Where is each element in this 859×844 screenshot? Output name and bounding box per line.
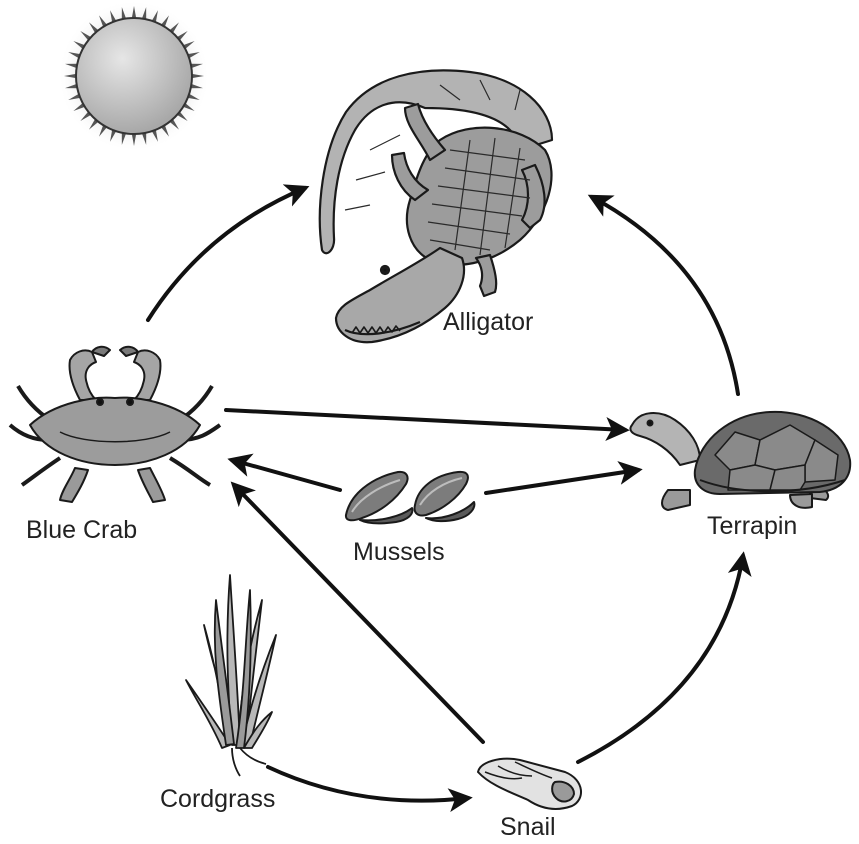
arrow-mussels-to-bluecrab [232,460,340,490]
label-cordgrass: Cordgrass [160,785,275,814]
arrow-bluecrab-to-alligator [148,188,305,320]
terrapin-icon [630,412,850,510]
arrow-terrapin-to-alligator [592,197,738,394]
label-blue-crab: Blue Crab [26,516,137,545]
sun-icon [58,0,210,152]
label-snail: Snail [500,813,556,842]
arrow-snail-to-bluecrab [234,485,483,742]
snail-icon [478,759,581,809]
blue-crab-icon [10,347,220,502]
arrow-cordgrass-to-snail [268,767,468,801]
arrow-bluecrab-to-terrapin [226,410,625,430]
mussels-icon [346,472,474,523]
label-alligator: Alligator [443,308,533,337]
cordgrass-icon [186,575,276,776]
label-terrapin: Terrapin [707,512,797,541]
label-mussels: Mussels [353,538,445,567]
arrow-snail-to-terrapin [578,556,743,762]
alligator-icon [320,70,552,342]
arrow-mussels-to-terrapin [486,470,638,493]
